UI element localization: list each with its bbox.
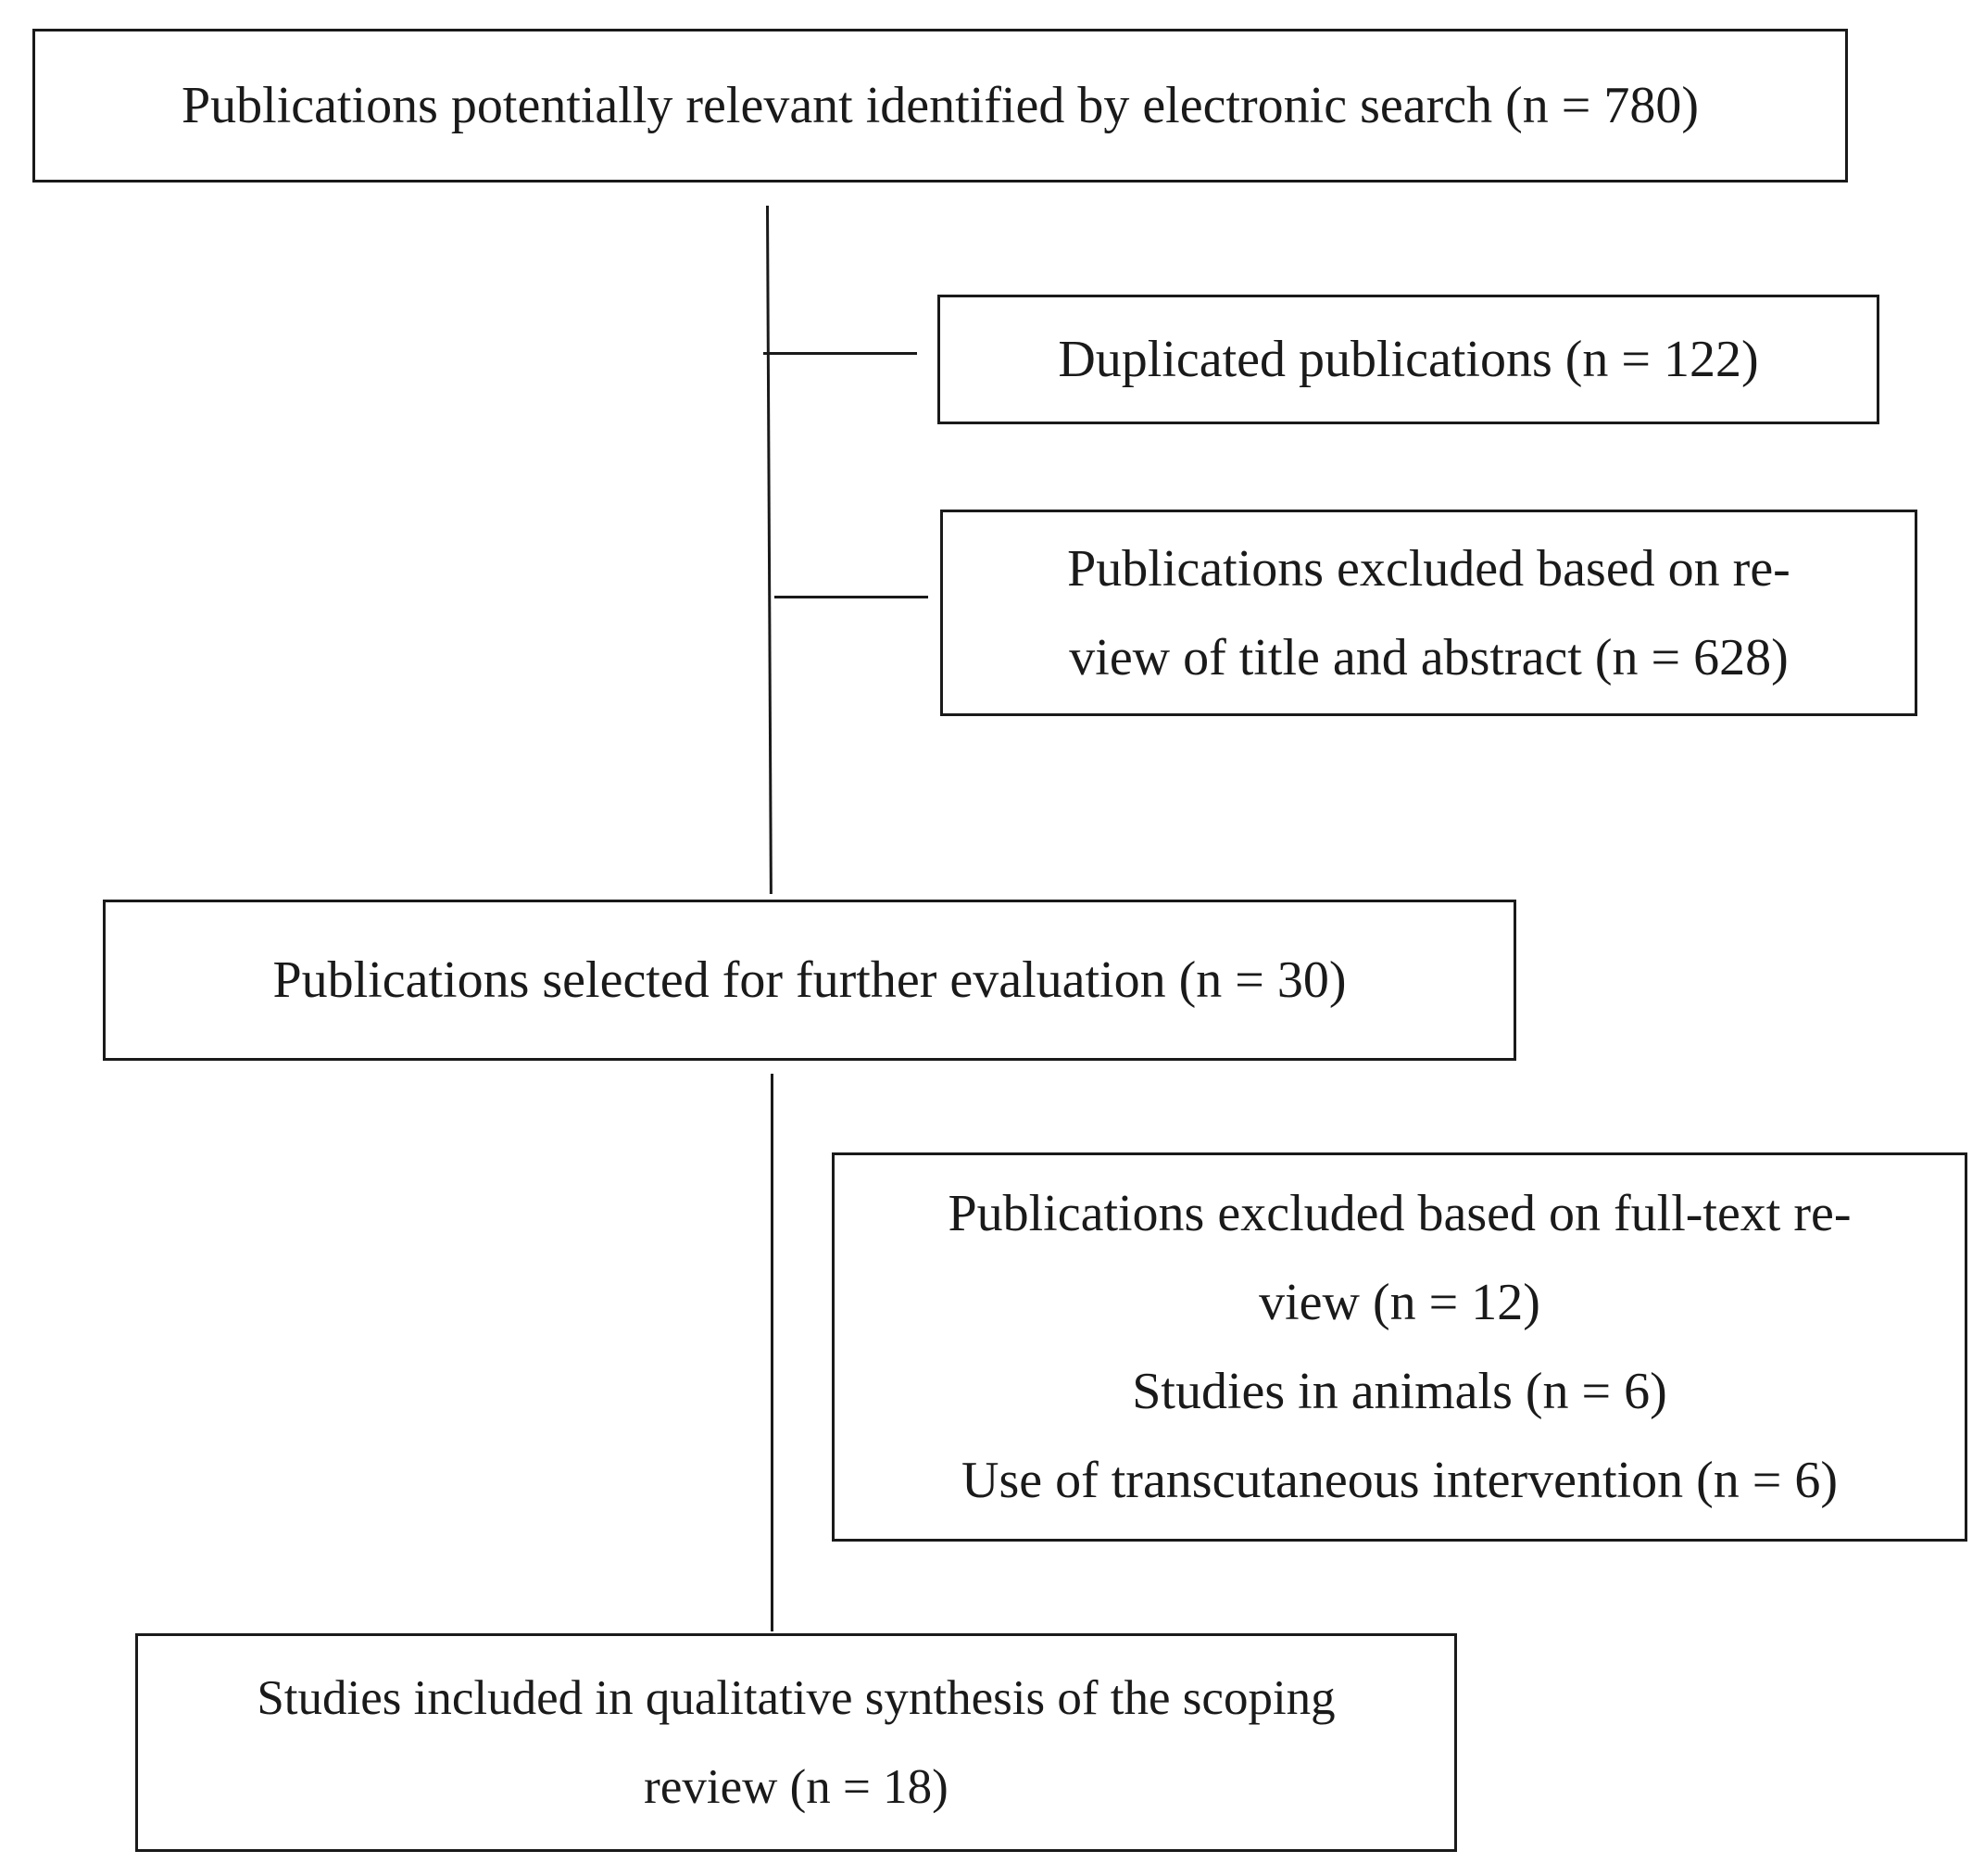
box-excluded-full-text-line-1: Publications excluded based on full-text… [948, 1185, 1852, 1242]
box-excluded-full-text-line-2: view (n = 12) [1259, 1274, 1540, 1331]
box-included-studies-line-1: Studies included in qualitative synthesi… [257, 1671, 1336, 1725]
box-excluded-title-abstract-line-2: view of title and abstract (n = 628) [1069, 628, 1789, 686]
box-duplicated-publications: Duplicated publications (n = 122) [937, 295, 1879, 424]
connector-selected-to-included [771, 1074, 773, 1631]
box-excluded-full-text: Publications excluded based on full-text… [832, 1152, 1967, 1542]
box-duplicated-publications-text: Duplicated publications (n = 122) [1058, 331, 1759, 388]
box-excluded-full-text-line-3: Studies in animals (n = 6) [1132, 1363, 1667, 1420]
box-identified-publications: Publications potentially relevant identi… [32, 29, 1848, 183]
box-included-studies: Studies included in qualitative synthesi… [135, 1633, 1457, 1852]
box-identified-publications-text: Publications potentially relevant identi… [182, 77, 1699, 134]
box-excluded-title-abstract-line-1: Publications excluded based on re- [1067, 539, 1790, 598]
box-excluded-title-abstract: Publications excluded based on re- view … [940, 510, 1917, 716]
box-excluded-full-text-line-4: Use of transcutaneous intervention (n = … [961, 1452, 1838, 1509]
box-included-studies-line-2: review (n = 18) [644, 1760, 949, 1814]
connector-duplicated-branch [763, 352, 917, 355]
connector-search-to-selected [766, 205, 773, 894]
connector-title-abstract-branch [774, 596, 928, 598]
box-selected-publications-text: Publications selected for further evalua… [272, 951, 1347, 1009]
box-selected-publications: Publications selected for further evalua… [103, 900, 1516, 1061]
